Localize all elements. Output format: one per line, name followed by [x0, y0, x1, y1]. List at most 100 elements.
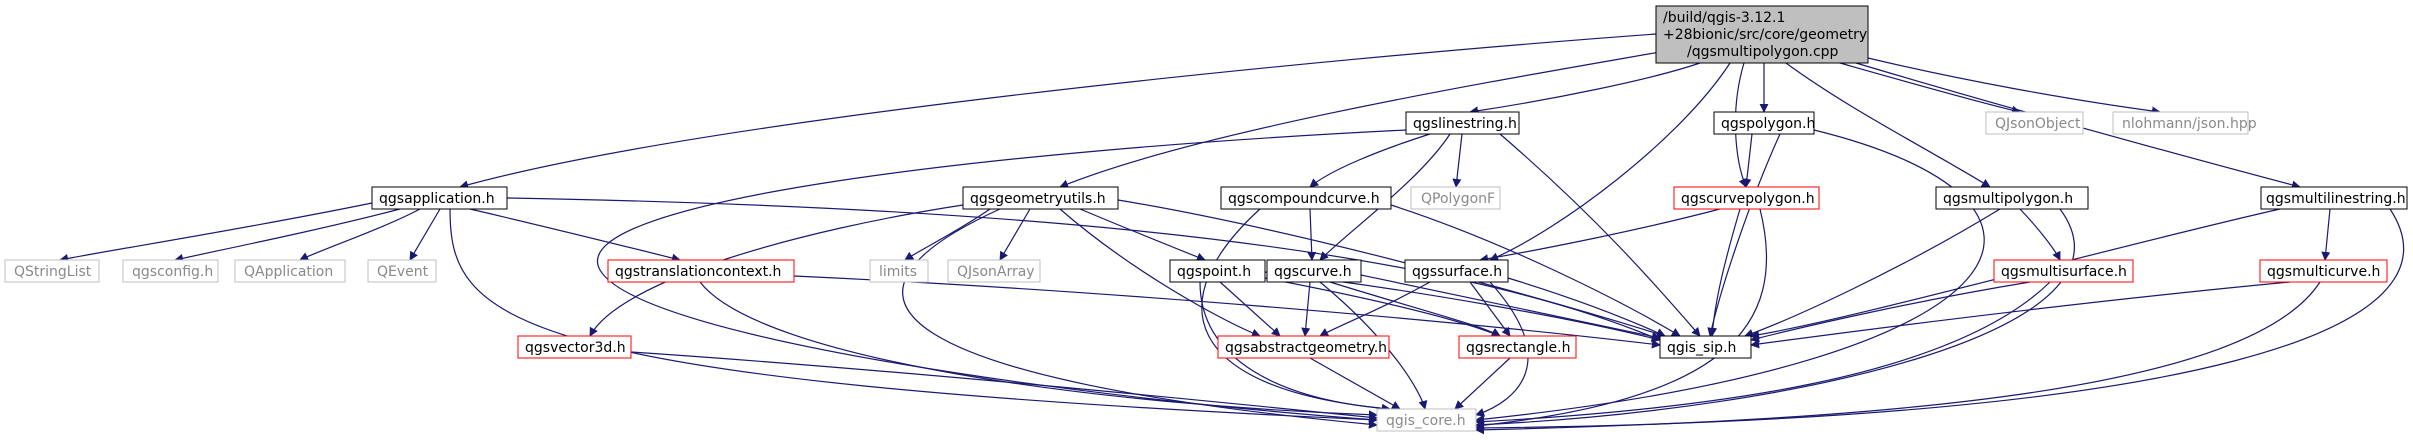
edge-qgstranslationcontext-to-qgis-sip	[793, 275, 1661, 349]
node-qgsmultilinestring[interactable]: qgsmultilinestring.h	[2260, 186, 2408, 210]
node-qgslinestring-label: qgslinestring.h	[1413, 116, 1517, 132]
node-qapplication-label: QApplication	[244, 264, 333, 280]
node-qgsmultipolygon-label: qgsmultipolygon.h	[1943, 191, 2073, 207]
node-qgsconfig-label: qgsconfig.h	[132, 264, 213, 280]
node-qgis-core[interactable]: qgis_core.h	[1376, 408, 1477, 432]
edge-qgslinestring-to-qpolygonf	[1452, 133, 1463, 188]
node-qgsgeometryutils-label: qgsgeometryutils.h	[970, 191, 1106, 207]
edge-root-to-qjsonobject	[1839, 62, 2021, 115]
node-qgstranslationcontext[interactable]: qgstranslationcontext.h	[607, 259, 795, 283]
node-qgssurface-label: qgssurface.h	[1412, 264, 1502, 280]
node-qgsapplication[interactable]: qgsapplication.h	[371, 186, 508, 210]
edge-qgssurface-to-qgsabstractgeometry	[1319, 281, 1431, 337]
edge-qgsapplication-to-qgstranslationcontext	[469, 208, 681, 263]
node-qgscurve[interactable]: qgscurve.h	[1266, 259, 1362, 283]
edge-qgsmultipolygon-to-qgis-core	[1475, 208, 2075, 430]
node-qgscurvepolygon[interactable]: qgscurvepolygon.h	[1673, 186, 1820, 210]
edge-qgscurve-to-qgis-sip	[1360, 274, 1661, 341]
edge-qgscurvepolygon-to-qgis-sip	[1708, 208, 1741, 337]
node-qgsmultipolygon[interactable]: qgsmultipolygon.h	[1935, 186, 2089, 210]
edge-qgsmultipolygon-to-qgsmultisurface	[2019, 208, 2061, 261]
node-qgsabstractgeometry[interactable]: qgsabstractgeometry.h	[1217, 335, 1390, 359]
edge-qgspolygon-to-qgis-sip	[1707, 133, 1781, 337]
node-qgsmultilinestring-label: qgsmultilinestring.h	[2266, 191, 2406, 207]
edge-qgsmultilinestring-to-qgis-core	[1475, 208, 2405, 433]
edge-qgsgeometryutils-to-qgsvector3d	[589, 204, 964, 337]
edge-qgsapplication-to-qgis-core	[449, 208, 1378, 425]
edge-qgsgeometryutils-to-qgspoint	[1079, 208, 1206, 262]
edge-qgscompoundcurve-to-qgscurve	[1307, 208, 1317, 261]
edge-qgsmultisurface-to-qgis-core	[1475, 281, 2051, 427]
node-qgsvector3d[interactable]: qgsvector3d.h	[517, 335, 632, 359]
edge-qgslinestring-to-qgscompoundcurve	[1309, 133, 1431, 188]
node-qgscurve-label: qgscurve.h	[1274, 264, 1352, 280]
node-qjsonobject[interactable]: QJsonObject	[1985, 111, 2084, 135]
edge-qgssurface-to-qgis-core	[1475, 281, 1529, 417]
edge-qgspolygon-to-qgis-core	[1475, 129, 1985, 424]
edge-qgsmultilinestring-to-qgis-sip	[1750, 208, 2281, 340]
edge-root-to-nlohmann	[1867, 57, 2161, 116]
node-qgssurface[interactable]: qgssurface.h	[1404, 259, 1509, 283]
node-nlohmann-json-label: nlohmann/json.hpp	[2122, 116, 2257, 132]
node-qevent[interactable]: QEvent	[367, 259, 437, 283]
node-qgsmulticurve-label: qgsmulticurve.h	[2267, 264, 2380, 280]
edge-qgsrectangle-to-qgis-core	[1454, 357, 1511, 410]
node-limits[interactable]: limits	[869, 259, 929, 283]
edge-qgspoint-to-qgis-core	[1199, 281, 1391, 413]
node-qgsrectangle-label: qgsrectangle.h	[1466, 340, 1570, 356]
node-qgsrectangle[interactable]: qgsrectangle.h	[1458, 335, 1577, 359]
node-qgscompoundcurve[interactable]: qgscompoundcurve.h	[1220, 186, 1392, 210]
node-qgsmultisurface-label: qgsmultisurface.h	[2001, 264, 2127, 280]
edge-qgsapplication-to-qapplication	[299, 208, 421, 261]
node-qjsonarray-label: QJsonArray	[957, 264, 1035, 280]
edge-root-to-qgssurface	[1489, 62, 1731, 261]
edge-qgscurve-to-qgis-core	[1319, 281, 1428, 410]
node-nlohmann-json[interactable]: nlohmann/json.hpp	[2112, 111, 2257, 135]
edge-qgstranslationcontext-to-qgis-core	[699, 281, 1378, 420]
node-qgsmultisurface[interactable]: qgsmultisurface.h	[1993, 259, 2134, 283]
edge-qgscompoundcurve-to-qgis-core	[1201, 208, 1391, 413]
edge-qgssurface-to-qgsrectangle	[1469, 281, 1511, 337]
edge-qgsmulticurve-to-qgis-core	[1475, 281, 2321, 435]
edge-qgsgeometryutils-to-limits	[904, 208, 991, 261]
root-file-path-line-3: /qgsmultipolygon.cpp	[1687, 44, 1839, 60]
edge-qgscurve-to-qgsabstractgeometry	[1301, 281, 1311, 337]
node-qapplication[interactable]: QApplication	[234, 259, 346, 283]
edge-qgscompoundcurve-to-qgis-sip	[1390, 204, 1681, 337]
edge-qgssurface-to-qgis-sip	[1507, 277, 1666, 337]
root-file-node[interactable]: /build/qgis-3.12.1 +28bionic/src/core/ge…	[1655, 5, 1869, 64]
edge-qgscurve-to-qgsrectangle	[1329, 281, 1501, 337]
node-qgscurvepolygon-label: qgscurvepolygon.h	[1681, 191, 1815, 207]
node-qjsonarray[interactable]: QJsonArray	[947, 259, 1041, 283]
edge-qgsapplication-to-qevent	[409, 208, 441, 261]
node-qgscompoundcurve-label: qgscompoundcurve.h	[1228, 191, 1380, 207]
node-qgspoint[interactable]: qgspoint.h	[1169, 259, 1266, 283]
edge-qgsmultisurface-to-qgis-sip	[1750, 281, 2031, 343]
dependency-edges	[59, 33, 2405, 435]
edge-qgsmultilinestring-to-qgsmulticurve	[2321, 208, 2331, 261]
edge-qgsmulticurve-to-qgis-sip	[1750, 281, 2291, 349]
node-qgspolygon[interactable]: qgspolygon.h	[1713, 111, 1815, 135]
node-qgsmulticurve[interactable]: qgsmulticurve.h	[2259, 259, 2388, 283]
edge-qgsgeometryutils-to-qgis-core	[902, 208, 1378, 429]
edge-qgsapplication-to-qgsconfig	[174, 208, 401, 263]
edge-qgsvector3d-to-qgis-core	[630, 351, 1378, 422]
node-qgsgeometryutils[interactable]: qgsgeometryutils.h	[962, 186, 1119, 210]
edge-qgsmultipolygon-to-qgis-sip	[1744, 208, 2001, 338]
edge-qgsgeometryutils-to-qgsabstractgeometry	[1059, 208, 1261, 338]
edge-root-to-qgsapplication	[459, 33, 1657, 190]
node-qstringlist[interactable]: QStringList	[4, 259, 100, 283]
edge-qgspolygon-to-qgscurvepolygon	[1742, 133, 1753, 188]
edge-qgslinestring-to-qgis-sip	[1499, 133, 1701, 337]
root-file-path-line-2: +28bionic/src/core/geometry	[1663, 27, 1867, 43]
node-qgslinestring[interactable]: qgslinestring.h	[1405, 111, 1520, 135]
node-qgis-sip[interactable]: qgis_sip.h	[1659, 335, 1752, 359]
node-qgsconfig[interactable]: qgsconfig.h	[122, 259, 219, 283]
node-qgis-sip-label: qgis_sip.h	[1667, 340, 1736, 356]
node-qevent-label: QEvent	[377, 264, 429, 280]
node-qpolygonf-label: QPolygonF	[1421, 191, 1495, 207]
node-qgsvector3d-label: qgsvector3d.h	[525, 340, 626, 356]
node-qpolygonf[interactable]: QPolygonF	[1410, 186, 1501, 210]
edge-qgspoint-to-qgsabstractgeometry	[1219, 281, 1281, 337]
